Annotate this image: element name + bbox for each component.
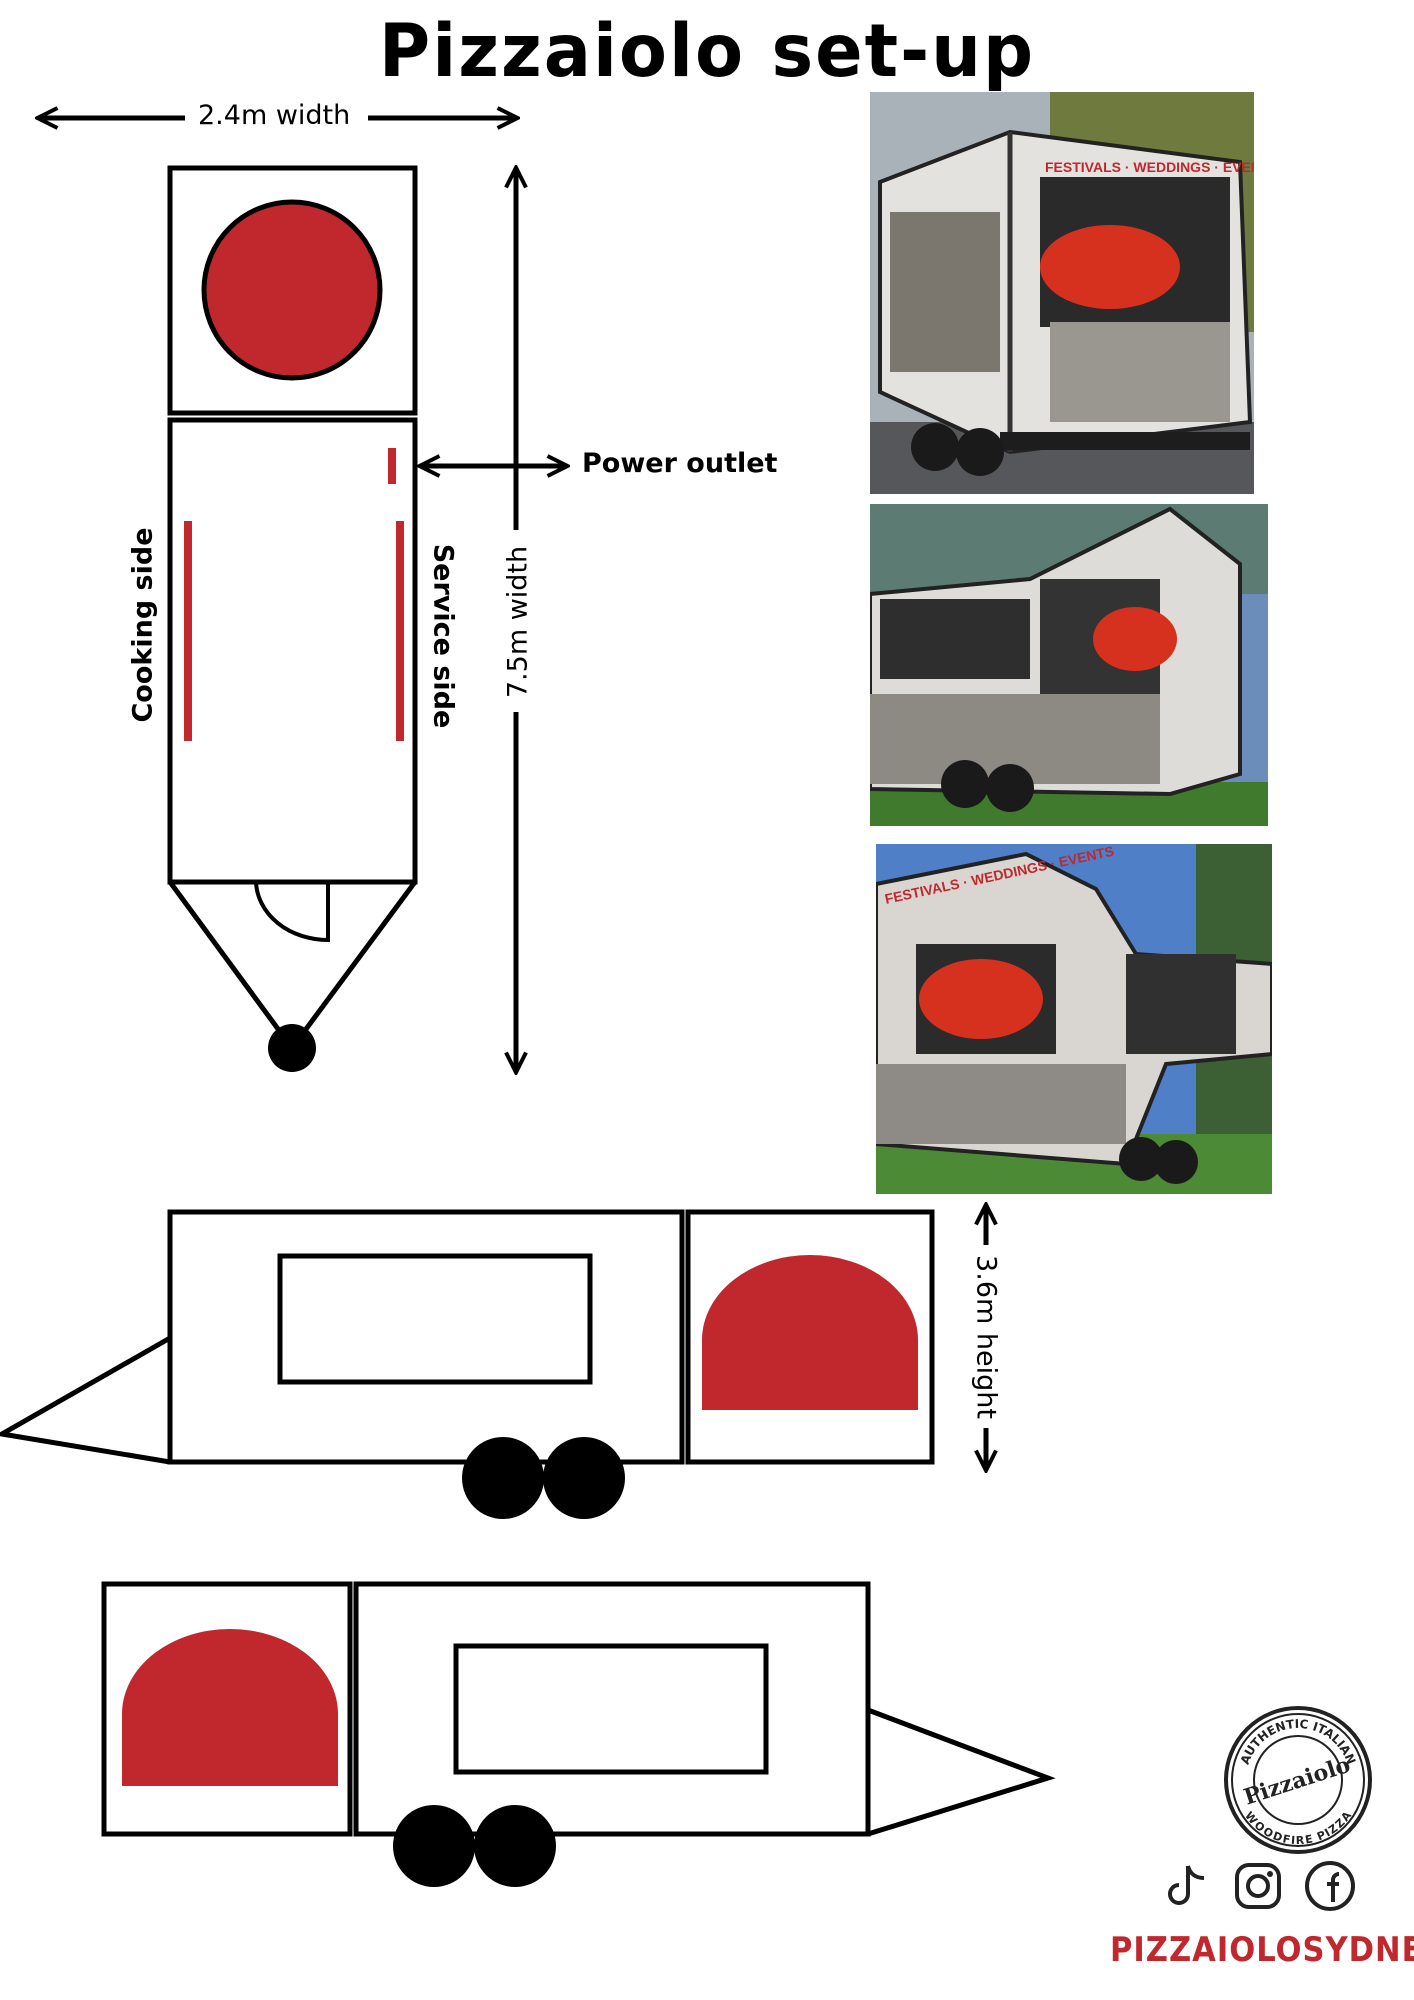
cooking-counter bbox=[184, 521, 192, 741]
side-view-left bbox=[101, 1581, 1056, 1887]
oven-circle bbox=[201, 199, 383, 381]
service-counter bbox=[396, 521, 404, 741]
drawbar-top bbox=[167, 880, 418, 1053]
trailer-photo-1: FESTIVALS · WEDDINGS · EVENTS bbox=[870, 92, 1254, 494]
side-view-right bbox=[0, 1207, 986, 1519]
page-title: Pizzaiolo set-up bbox=[378, 7, 1036, 95]
door-swing bbox=[254, 881, 330, 943]
wheel-side1-a bbox=[462, 1437, 544, 1519]
wheel-side2-b bbox=[474, 1805, 556, 1887]
pizzaiolo-logo: AUTHENTIC ITALIAN WOODFIRE PIZZA Pizzaio… bbox=[1222, 1704, 1374, 1856]
banner-text-1: FESTIVALS · WEDDINGS · EVENTS bbox=[1045, 159, 1254, 175]
trailer-body-top bbox=[167, 417, 418, 885]
cooking-side-label: Cooking side bbox=[127, 527, 159, 723]
drawbar-side1 bbox=[0, 1335, 172, 1465]
service-window-side1 bbox=[277, 1253, 593, 1385]
wheel-side1-b bbox=[543, 1437, 625, 1519]
power-outlet-marker bbox=[388, 448, 396, 484]
width-label: 2.4m width bbox=[198, 100, 351, 131]
top-view bbox=[40, 118, 565, 1072]
facebook-icon[interactable] bbox=[1304, 1860, 1356, 1912]
tiktok-icon[interactable] bbox=[1160, 1860, 1212, 1912]
oven-dome-side1 bbox=[702, 1255, 918, 1410]
trailer-photo-3: FESTIVALS · WEDDINGS · EVENTS bbox=[876, 844, 1272, 1194]
power-outlet-label: Power outlet bbox=[582, 448, 778, 479]
hitch-wheel bbox=[268, 1024, 316, 1072]
oven-dome-side2 bbox=[122, 1629, 338, 1786]
social-handle[interactable]: PIZZAIOLOSYDNEY bbox=[1110, 1930, 1414, 1970]
trailer-photo-2 bbox=[870, 504, 1268, 826]
wheel-side2-a bbox=[393, 1805, 475, 1887]
instagram-icon[interactable] bbox=[1232, 1860, 1284, 1912]
drawbar-side2 bbox=[867, 1707, 1056, 1837]
height-label: 3.6m height bbox=[970, 1255, 1002, 1419]
service-window-side2 bbox=[453, 1643, 769, 1775]
service-side-label: Service side bbox=[427, 543, 459, 729]
length-label: 7.5m width bbox=[502, 545, 534, 699]
